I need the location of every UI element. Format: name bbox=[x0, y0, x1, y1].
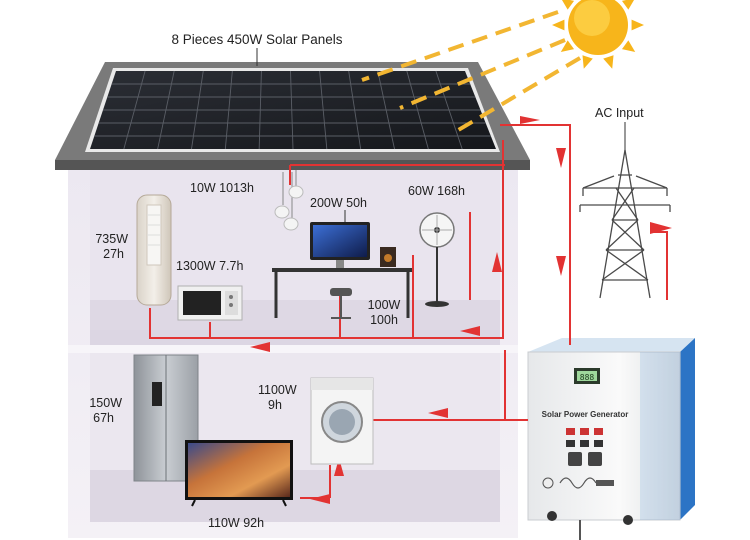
generator-logo bbox=[559, 477, 597, 489]
wire-roof-to-generator bbox=[500, 124, 571, 345]
air-conditioner-icon bbox=[136, 194, 172, 306]
generator-top-face bbox=[528, 338, 695, 352]
generator-side-panel bbox=[680, 338, 695, 520]
arrow-up bbox=[492, 252, 502, 272]
sun-highlight bbox=[574, 0, 610, 36]
arrow-upper-left-1 bbox=[460, 326, 480, 336]
computer-desk-icon bbox=[272, 222, 412, 319]
microwave-icon bbox=[177, 285, 243, 321]
sun-ray-1 bbox=[361, 10, 559, 82]
transmission-tower-icon bbox=[579, 149, 671, 299]
generator-side-accent bbox=[640, 352, 680, 520]
wire-upper-main bbox=[149, 140, 504, 339]
lamp-label: 10W 1013h bbox=[190, 181, 254, 195]
panel-grid bbox=[94, 70, 491, 150]
fridge-hours-label: 67h bbox=[93, 411, 114, 425]
wire-grid bbox=[650, 231, 668, 300]
arrow-tv bbox=[310, 494, 330, 504]
generator-emblem bbox=[542, 477, 554, 489]
speaker-power-label: 100W bbox=[367, 298, 401, 312]
arrow-upper-left-2 bbox=[250, 342, 270, 352]
wiring bbox=[149, 124, 668, 499]
ceiling-lamp-icon bbox=[274, 170, 304, 231]
ac-power-label: 735W bbox=[95, 232, 128, 246]
fridge-power-label: 150W bbox=[89, 396, 122, 410]
generator-display-screen bbox=[577, 371, 597, 381]
television-icon bbox=[185, 440, 293, 507]
solar-power-generator: 888 Solar Power Generator bbox=[527, 338, 695, 540]
roof bbox=[55, 62, 530, 170]
arrow-down-2 bbox=[556, 256, 566, 276]
generator-name: Solar Power Generator bbox=[542, 410, 629, 419]
arrow-down-1 bbox=[556, 148, 566, 168]
sun-rays bbox=[552, 0, 644, 69]
generator-front bbox=[527, 351, 681, 521]
washer-hours-label: 9h bbox=[268, 398, 282, 412]
generator-badge bbox=[596, 480, 614, 486]
chair-icon bbox=[330, 288, 352, 296]
generator-switches bbox=[566, 428, 603, 466]
leader-lines bbox=[256, 48, 626, 222]
arrow-roof-right bbox=[520, 116, 540, 124]
standing-fan-icon bbox=[419, 212, 455, 307]
generator-display-value: 888 bbox=[580, 373, 595, 382]
panels-title: 8 Pieces 450W Solar Panels bbox=[171, 32, 343, 47]
tv-label: 110W 92h bbox=[208, 516, 265, 530]
sun-ray-2 bbox=[399, 38, 566, 110]
speaker-hours-label: 100h bbox=[370, 313, 398, 327]
sun-group bbox=[361, 0, 644, 134]
fan-label: 60W 168h bbox=[408, 184, 465, 198]
arrow-lower-left bbox=[428, 408, 448, 418]
microwave-label: 1300W 7.7h bbox=[176, 259, 244, 273]
generator-wheel-right bbox=[623, 515, 633, 525]
washing-machine-icon bbox=[310, 377, 374, 465]
flow-arrows bbox=[250, 116, 672, 504]
arrow-grid bbox=[650, 222, 672, 234]
generator-wheel-left bbox=[547, 511, 557, 521]
solar-panel-array bbox=[85, 68, 500, 152]
arrow-washer bbox=[334, 458, 344, 476]
washer-power-label: 1100W bbox=[258, 383, 297, 397]
computer-label: 200W 50h bbox=[310, 196, 367, 210]
ac-input-label: AC Input bbox=[595, 106, 644, 120]
floor-slab bbox=[68, 345, 518, 353]
ac-hours-label: 27h bbox=[103, 247, 124, 261]
